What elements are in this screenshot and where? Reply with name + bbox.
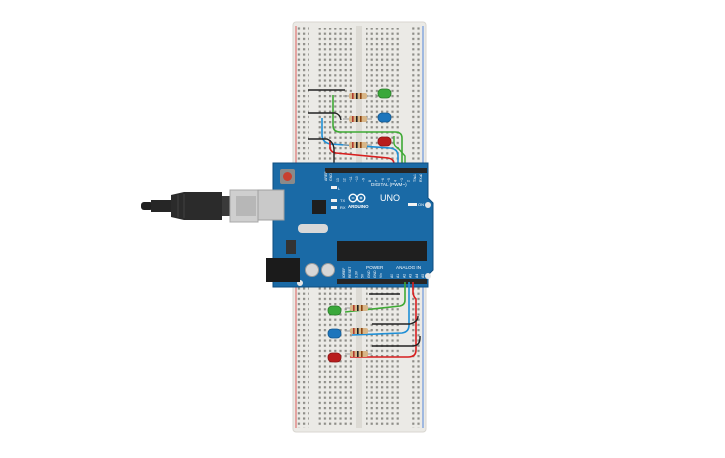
arduino-infinity-logo [348, 193, 366, 203]
pin-label: RESET [348, 267, 352, 278]
pin-label: A3 [409, 274, 413, 278]
bottom-components[interactable] [327, 305, 372, 363]
green-wire-top[interactable] [332, 95, 403, 168]
led-rx-indicator [331, 206, 337, 209]
mounting-hole [425, 202, 431, 208]
green-wire-bottom[interactable] [344, 282, 406, 313]
usb-chip [312, 200, 326, 214]
resistor-top-1[interactable] [343, 93, 372, 99]
pin-label: ~6 [381, 178, 385, 182]
capacitor [305, 263, 319, 277]
pin-label: GND [373, 270, 377, 278]
pin-label: 8 [368, 180, 372, 182]
pin-label: ~9 [362, 178, 366, 182]
resistor-bottom-3[interactable] [345, 351, 372, 357]
red-wire-bottom[interactable] [350, 282, 417, 358]
led-bottom-green[interactable] [327, 305, 342, 316]
green-wire-top-2[interactable] [393, 136, 406, 168]
pin-label: 13 [336, 178, 340, 182]
power-analog-header[interactable] [337, 279, 427, 284]
gnd-jumper-3[interactable] [308, 138, 335, 165]
pin-label: A0 [390, 274, 394, 278]
pin-label: IOREF [342, 268, 346, 278]
led-on-indicator [408, 203, 417, 206]
on-label: ON [418, 202, 424, 207]
led-bottom-blue[interactable] [327, 328, 342, 339]
pin-label: RX◂0 [419, 174, 423, 182]
capacitor [321, 263, 335, 277]
usb-cable-icon[interactable] [141, 189, 259, 223]
pin-label: 7 [374, 180, 378, 182]
crystal [298, 224, 328, 233]
pin-label: A1 [396, 274, 400, 278]
usb-b-port [257, 189, 285, 221]
resistor-top-3[interactable] [343, 142, 372, 148]
pin-label: A2 [402, 274, 406, 278]
pin-label: 5V [361, 273, 365, 278]
pin-label: TX▸1 [413, 174, 417, 182]
pin-label: GND [367, 270, 371, 278]
resistor-bottom-2[interactable] [345, 328, 372, 334]
pin-label: 4 [394, 180, 398, 182]
uno-model: UNO [380, 193, 400, 203]
resistor-bottom-1[interactable] [345, 305, 372, 311]
pin-label: A4 [415, 274, 419, 278]
led-top-blue[interactable] [377, 112, 392, 123]
red-wire-top[interactable] [329, 140, 395, 168]
gnd-jumper-6[interactable] [372, 336, 421, 347]
aref-label: AREF [324, 171, 328, 181]
top-components[interactable] [343, 88, 392, 148]
pin-label: 3.3V [354, 270, 358, 278]
tx-label: TX [340, 198, 345, 203]
arduino-brand: ARDUINO [348, 204, 369, 209]
arduino-uno-board[interactable]: L TX RX ON DIGITAL (PWM~) POWER ANALOG I… [257, 162, 434, 288]
pin-label: ~3 [400, 178, 404, 182]
pin-label: 12 [342, 178, 346, 182]
led-bottom-red[interactable] [327, 352, 342, 363]
gnd-jumper-2[interactable] [308, 112, 342, 121]
pin-label: ~11 [349, 176, 353, 182]
led-top-red[interactable] [377, 136, 392, 147]
pin-label: A5 [421, 274, 425, 278]
led-tx-indicator [331, 199, 337, 202]
mounting-hole [425, 273, 431, 279]
pin-label: 2 [406, 180, 410, 182]
bottom-wires[interactable] [344, 282, 421, 358]
digital-header[interactable] [325, 168, 427, 173]
analog-label: ANALOG IN [396, 265, 421, 270]
digital-label: DIGITAL (PWM~) [371, 182, 407, 187]
gnd-jumper-5[interactable] [372, 315, 419, 325]
pin-label: ~5 [387, 178, 391, 182]
blue-wire-bottom[interactable] [351, 282, 410, 336]
rx-label: RX [340, 205, 346, 210]
pin-label: Vin [379, 273, 383, 278]
voltage-regulator [286, 240, 296, 254]
power-jack [266, 258, 300, 282]
power-label: POWER [366, 265, 384, 270]
gnd-label: GND [329, 173, 333, 181]
pin-label: ~10 [355, 176, 359, 182]
l-label: L [338, 186, 341, 191]
led-l-indicator [331, 186, 337, 189]
resistor-top-2[interactable] [343, 116, 372, 122]
atmega-chip [337, 241, 427, 261]
led-top-green[interactable] [375, 88, 392, 99]
